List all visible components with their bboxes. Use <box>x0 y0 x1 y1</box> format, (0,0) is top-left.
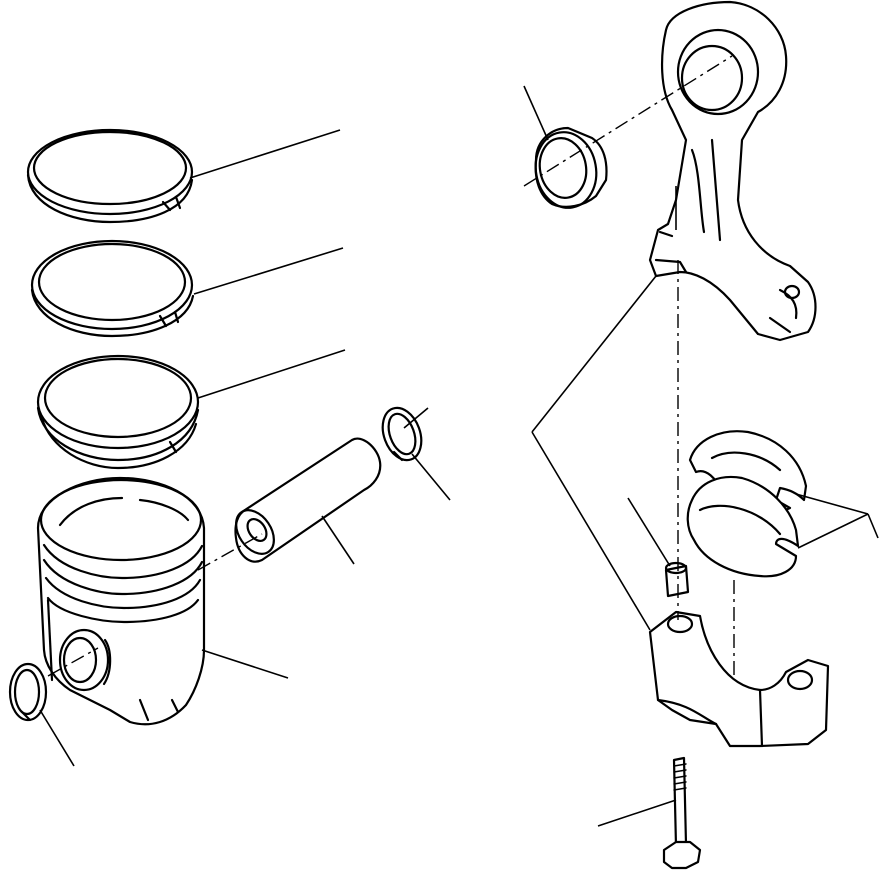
leader-lines <box>39 85 879 827</box>
piston-ring-second <box>30 239 195 338</box>
snap-ring-left <box>8 662 48 722</box>
snap-ring-right <box>381 406 423 462</box>
dowel <box>664 561 690 598</box>
center-lines <box>47 55 735 680</box>
connecting-rod <box>648 0 817 342</box>
connecting-rod-cap <box>648 610 830 748</box>
small-end-bushing <box>534 126 608 209</box>
bearing-shells <box>686 430 808 578</box>
rod-bolt <box>662 756 702 870</box>
piston <box>36 476 206 726</box>
piston-pin <box>234 437 382 563</box>
piston-ring-top <box>26 128 194 224</box>
piston-ring-oil <box>36 354 200 470</box>
